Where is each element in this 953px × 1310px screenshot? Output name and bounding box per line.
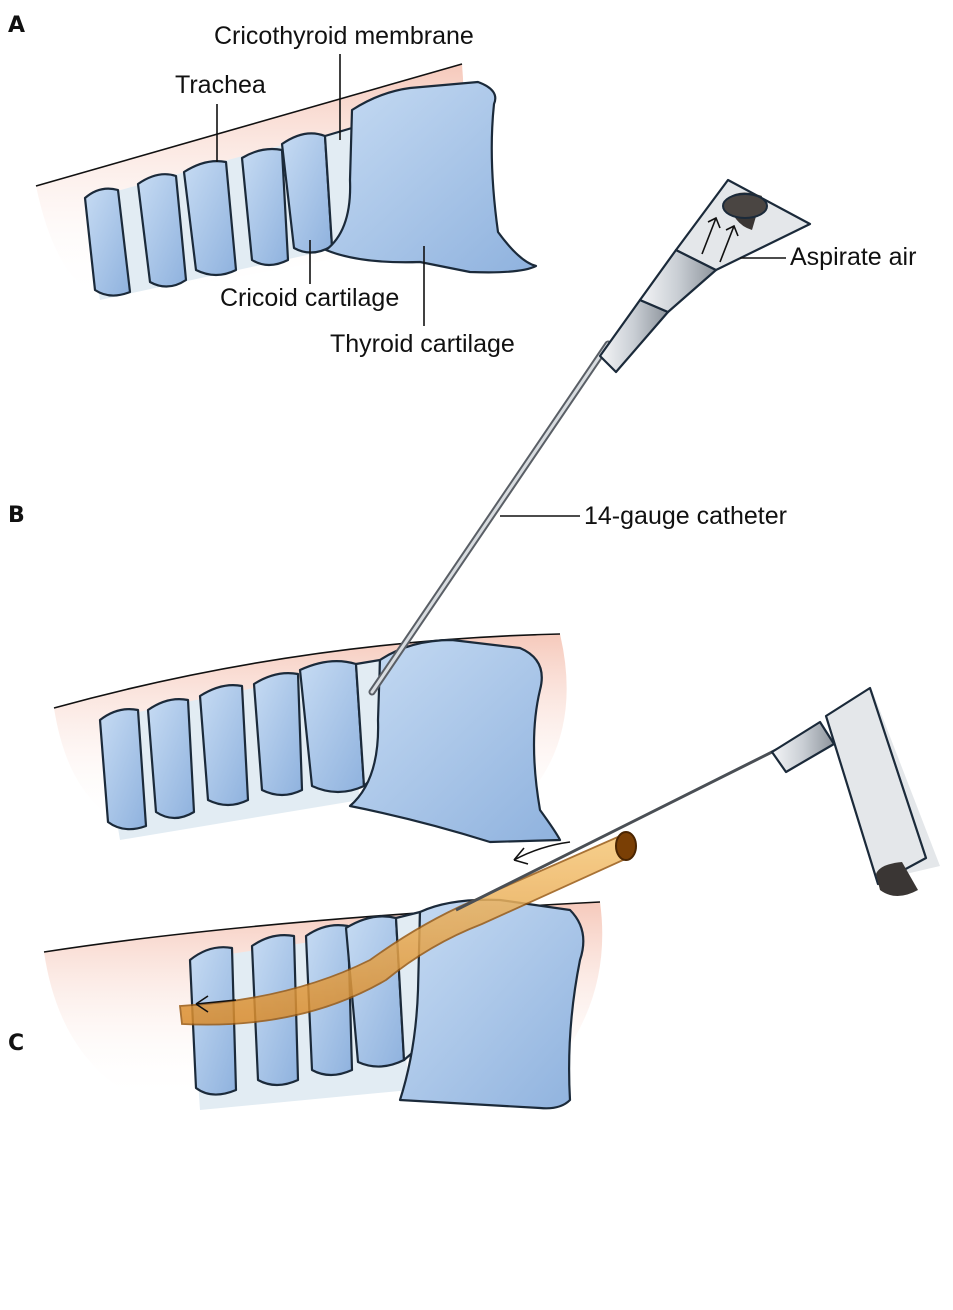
panel-c-letter: C [8, 1031, 24, 1056]
thyroid-cartilage [326, 82, 536, 272]
label-cricothyroid-membrane: Cricothyroid membrane [214, 22, 474, 50]
label-thyroid-cartilage: Thyroid cartilage [330, 330, 515, 358]
label-cricoid-cartilage: Cricoid cartilage [220, 284, 399, 312]
panel-b-letter: B [8, 503, 25, 528]
label-trachea: Trachea [175, 71, 266, 99]
label-catheter: 14-gauge catheter [584, 502, 787, 530]
label-aspirate-air: Aspirate air [790, 243, 916, 271]
panel-a-letter: A [8, 13, 25, 38]
panel-a: A Cricothyroid membrane Trachea Cricoid … [8, 13, 536, 358]
thyroid-cartilage [350, 640, 560, 842]
